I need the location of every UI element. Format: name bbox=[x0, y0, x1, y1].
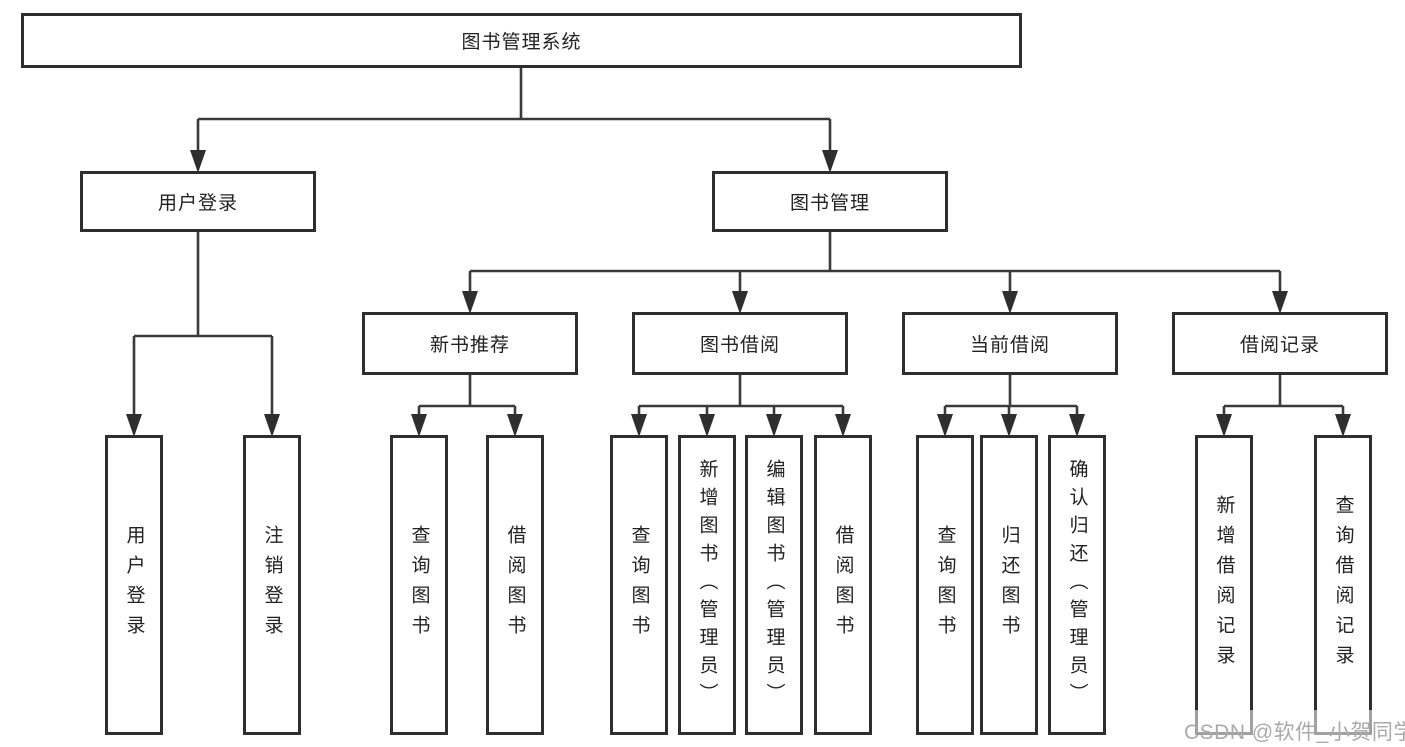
node-user-login: 用户登录 bbox=[80, 171, 316, 232]
arrowhead-icons bbox=[126, 150, 1351, 437]
node-book-borrow: 图书借阅 bbox=[632, 312, 848, 375]
leaf-return-books: 归还图书 bbox=[980, 435, 1038, 735]
leaf-query-books-recommend: 查询图书 bbox=[390, 435, 448, 735]
leaf-edit-books-admin: 编辑图书（管理员） bbox=[745, 435, 803, 735]
leaf-query-books-current: 查询图书 bbox=[916, 435, 974, 735]
leaf-logout: 注销登录 bbox=[243, 435, 301, 735]
leaf-add-borrow-record: 新增借阅记录 bbox=[1195, 435, 1253, 735]
leaf-user-login: 用户登录 bbox=[105, 435, 163, 735]
node-new-book-recommend: 新书推荐 bbox=[362, 312, 578, 375]
leaf-borrow-books-recommend: 借阅图书 bbox=[486, 435, 544, 735]
node-current-borrow: 当前借阅 bbox=[902, 312, 1118, 375]
node-book-management: 图书管理 bbox=[712, 171, 948, 232]
node-borrow-records: 借阅记录 bbox=[1172, 312, 1388, 375]
leaf-query-borrow-record: 查询借阅记录 bbox=[1314, 435, 1372, 735]
watermark-background bbox=[1168, 710, 1405, 747]
leaf-add-books-admin: 新增图书（管理员） bbox=[678, 435, 736, 735]
leaf-confirm-return-admin: 确认归还（管理员） bbox=[1048, 435, 1106, 735]
leaf-borrow-books: 借阅图书 bbox=[814, 435, 872, 735]
node-root-library-system: 图书管理系统 bbox=[21, 13, 1022, 68]
watermark-text: CSDN @软件_小贺同学 bbox=[1184, 721, 1405, 744]
leaf-query-books-borrow: 查询图书 bbox=[610, 435, 668, 735]
